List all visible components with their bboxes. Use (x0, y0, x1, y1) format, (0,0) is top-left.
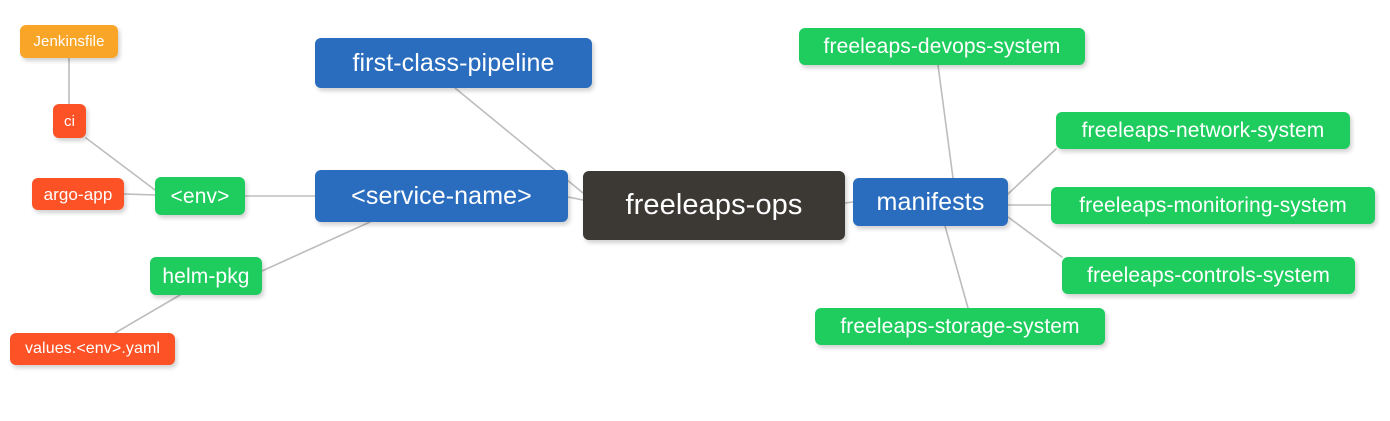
edge-manifests-to-freeleaps-network-system (1007, 148, 1057, 195)
node-env[interactable]: <env> (155, 177, 245, 215)
node-service-name[interactable]: <service-name> (315, 170, 568, 222)
node-freeleaps-network-system[interactable]: freeleaps-network-system (1056, 112, 1350, 149)
node-Jenkinsfile[interactable]: Jenkinsfile (20, 25, 118, 58)
node-freeleaps-devops-system[interactable]: freeleaps-devops-system (799, 28, 1085, 65)
node-helm-pkg[interactable]: helm-pkg (150, 257, 262, 295)
edge-helm-pkg-to-values-env-yaml (114, 294, 181, 334)
node-freeleaps-controls-system[interactable]: freeleaps-controls-system (1062, 257, 1355, 294)
node-argo-app[interactable]: argo-app (32, 178, 124, 210)
edge-freeleaps-ops-to-manifests (844, 201, 854, 204)
edge-manifests-to-freeleaps-devops-system (937, 64, 954, 179)
edge-manifests-to-freeleaps-storage-system (944, 225, 969, 309)
node-freeleaps-monitoring-system[interactable]: freeleaps-monitoring-system (1051, 187, 1375, 224)
edge-env-to-argo-app (123, 193, 156, 196)
node-ci[interactable]: ci (53, 104, 86, 138)
node-freeleaps-storage-system[interactable]: freeleaps-storage-system (815, 308, 1105, 345)
node-first-class-pipeline[interactable]: first-class-pipeline (315, 38, 592, 88)
node-values-env-yaml[interactable]: values.<env>.yaml (10, 333, 175, 365)
node-manifests[interactable]: manifests (853, 178, 1008, 226)
node-freeleaps-ops[interactable]: freeleaps-ops (583, 171, 845, 240)
edge-freeleaps-ops-to-service-name (567, 196, 584, 201)
edge-service-name-to-helm-pkg (261, 221, 371, 272)
